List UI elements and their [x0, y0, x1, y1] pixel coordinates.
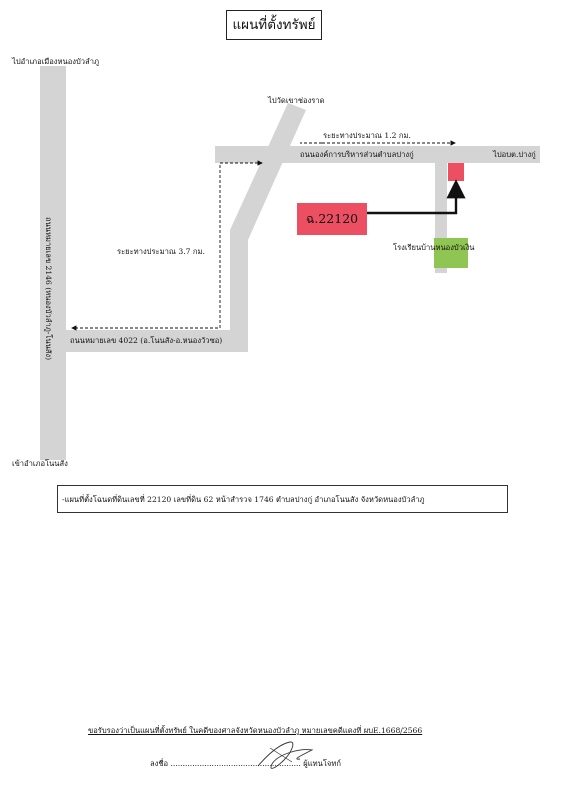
plot-pointer-arrow	[367, 179, 466, 215]
signature-prefix: ลงชื่อ	[150, 759, 169, 768]
distance-3-7-path	[71, 162, 258, 331]
label-distance-1-2: ระยะทางประมาณ 1.2 กม.	[323, 131, 411, 140]
signature-role: ผู้แทนโจทก์	[303, 759, 341, 768]
label-to-amphoe-non-sang: เข้าอำเภอโนนสัง	[12, 459, 68, 468]
school-marker	[434, 238, 468, 268]
local-road	[215, 146, 540, 163]
signature-dots: ........................................…	[170, 759, 301, 768]
label-highway-2146: ถนนหมายเลข 2146 (หนองบัวลำภู-โนนสัง)	[44, 217, 53, 361]
description-box: -แผนที่ตั้งโฉนดที่ดินเลขที่ 22120 เลขที่…	[57, 485, 508, 513]
label-to-wat-khao: ไปวัดเขาช่องราด	[268, 96, 325, 105]
highway-2146-road	[40, 66, 66, 460]
label-to-pang-ku: ไปอบต.ปางกู่	[493, 150, 536, 159]
plot-marker	[448, 163, 464, 181]
road-4022	[66, 330, 248, 352]
plot-number-label: ฉ.22120	[297, 203, 367, 235]
certification-text: ขอรับรองว่าเป็นแผนที่ตั้งทรัพย์ ในคดีของ…	[88, 726, 423, 735]
signature-scribble	[257, 741, 314, 769]
label-school: โรงเรียนบ้านหนองบัวเงิน	[393, 243, 475, 252]
label-road-4022: ถนนหมายเลข 4022 (อ.โนนสัง-อ.หนองวัวซอ)	[70, 336, 223, 345]
connector-road	[230, 103, 306, 352]
signature-row: ลงชื่อ .................................…	[150, 758, 341, 770]
label-local-road: ถนนองค์การบริหารส่วนตำบลปางกู่	[300, 150, 414, 159]
label-to-amphoe-mueang: ไปอำเภอเมืองหนองบัวลำภู	[12, 57, 99, 66]
signature-stroke	[269, 747, 293, 763]
label-distance-3-7: ระยะทางประมาณ 3.7 กม.	[117, 247, 205, 256]
map-title: แผนที่ตั้งทรัพย์	[226, 10, 322, 40]
